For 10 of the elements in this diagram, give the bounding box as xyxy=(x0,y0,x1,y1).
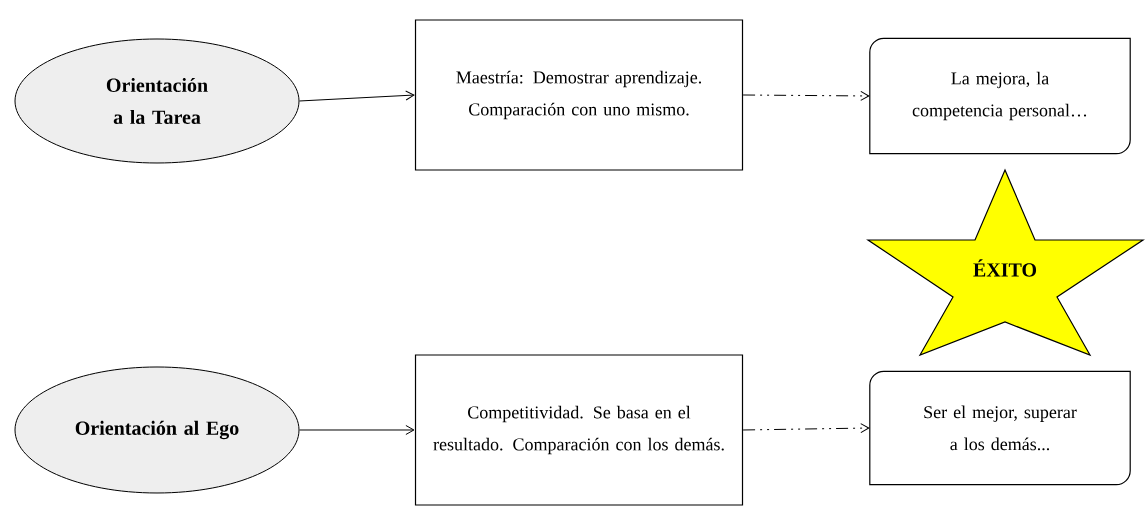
rounded-box: Ser el mejor, superar a los demás... xyxy=(869,370,1131,486)
oval-node: Orientación al Ego xyxy=(14,366,300,494)
arrow xyxy=(299,425,415,435)
oval-node: Orientación a la Tarea xyxy=(14,38,300,164)
rounded-box: La mejora, la competencia personal… xyxy=(869,37,1131,155)
text-box: Competitividad. Se basa en el resultado. Comparación con los demás. xyxy=(414,354,744,506)
dash-dot-arrow xyxy=(742,423,870,434)
text-box: Maestría: Demostrar aprendizaje. Comparación con uno mismo. xyxy=(414,19,744,171)
arrow xyxy=(299,90,415,102)
dash-dot-arrow xyxy=(742,90,870,101)
